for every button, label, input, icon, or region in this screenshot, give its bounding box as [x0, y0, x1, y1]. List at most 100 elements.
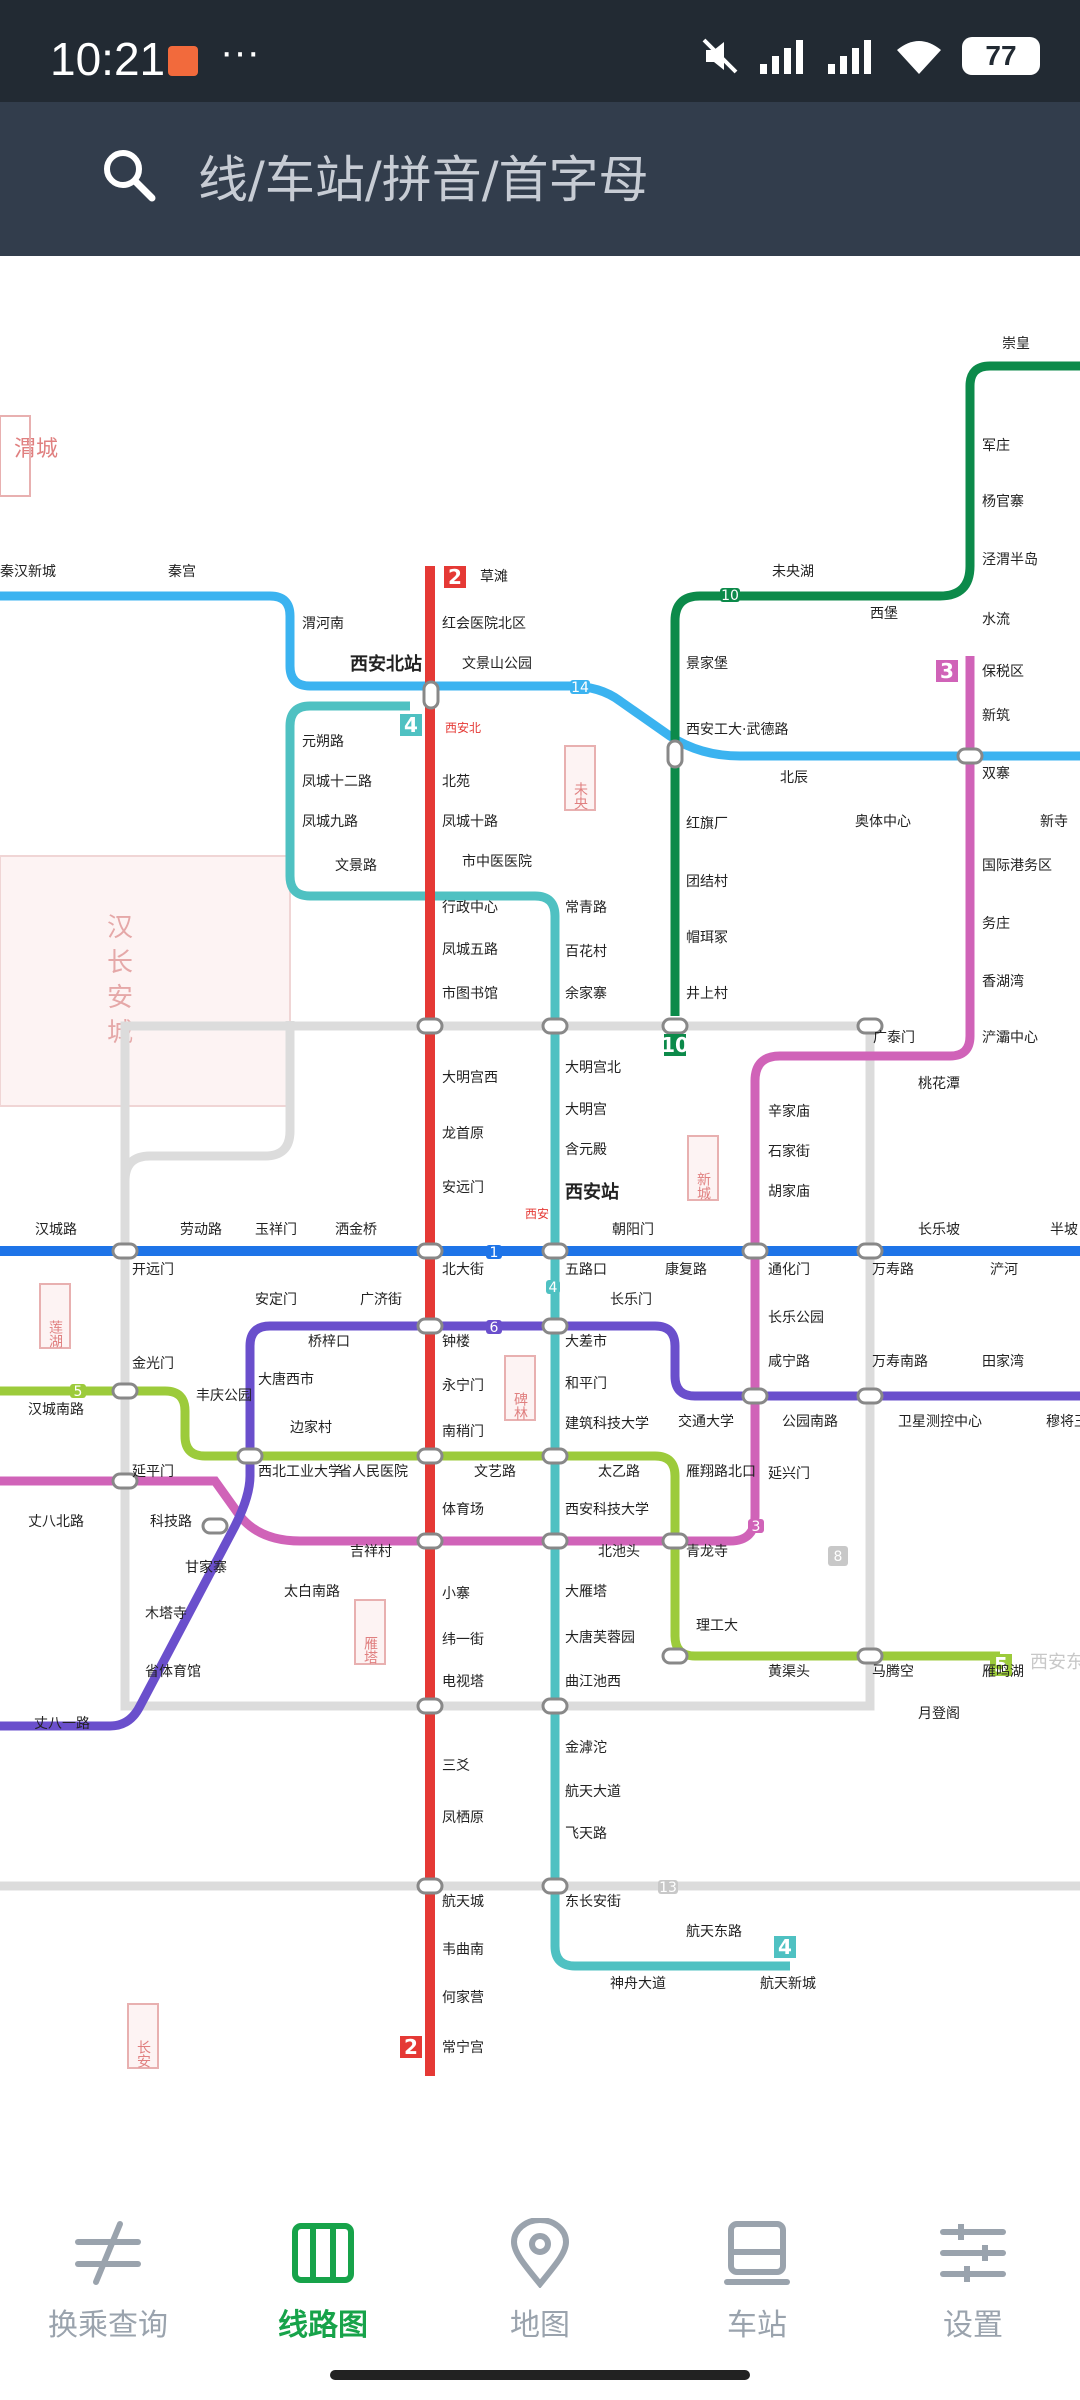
station-yanxingmen[interactable]: 延兴门: [768, 1466, 810, 1482]
station-huangqutou[interactable]: 黄渠头: [768, 1663, 810, 1680]
station-kangfulu[interactable]: 康复路: [665, 1261, 707, 1278]
home-indicator[interactable]: [330, 2370, 750, 2380]
station-daminggongxi[interactable]: 大明宫西: [442, 1070, 498, 1086]
station-jinguangmen[interactable]: 金光门: [132, 1356, 174, 1372]
station-shijiajie[interactable]: 石家街: [768, 1143, 810, 1160]
station-qujiangchixi[interactable]: 曲江池西: [565, 1674, 621, 1690]
line-4[interactable]: [285, 701, 790, 1971]
station-guangjijie[interactable]: 广济街: [360, 1292, 402, 1308]
station-shuangzhai[interactable]: 双寨: [982, 765, 1010, 782]
station-datangfurongyuan[interactable]: 大唐芙蓉园: [565, 1629, 635, 1646]
station-jingweibandao[interactable]: 泾渭半岛: [982, 552, 1038, 568]
station-weiyijie[interactable]: 纬一街: [442, 1632, 484, 1648]
station-zhangbabeilu[interactable]: 丈八北路: [28, 1514, 84, 1530]
station-xiankeji[interactable]: 西安科技大学: [565, 1502, 649, 1518]
station-kejilu[interactable]: 科技路: [150, 1514, 192, 1530]
station-changqinglu[interactable]: 常青路: [565, 900, 607, 916]
station-yangguanzhai[interactable]: 杨官寨: [982, 493, 1024, 510]
station-hujiamiao[interactable]: 胡家庙: [768, 1183, 810, 1200]
station-shuiliu[interactable]: 水流: [982, 612, 1010, 628]
station-gangwuqu[interactable]: 国际港务区: [982, 858, 1052, 874]
line2-badge-top[interactable]: 2: [448, 565, 462, 589]
station-baoshuiqu[interactable]: 保税区: [982, 664, 1024, 680]
station-baihuacun[interactable]: 百花村: [565, 944, 607, 960]
station-yuedengge[interactable]: 月登阁: [918, 1706, 960, 1722]
station-jinhutuo[interactable]: 金滹沱: [565, 1739, 607, 1756]
line-14[interactable]: [0, 591, 1080, 761]
line3-badge[interactable]: 3: [940, 659, 954, 683]
station-changlegongyuan[interactable]: 长乐公园: [768, 1310, 824, 1326]
station-shengrenminyiyuan[interactable]: 省人民医院: [338, 1464, 408, 1480]
station-daminggongbei[interactable]: 大明宫北: [565, 1060, 621, 1076]
nav-map[interactable]: 地图: [455, 2218, 625, 2344]
station-sanyao[interactable]: 三爻: [442, 1758, 470, 1774]
line10-badge[interactable]: 10: [661, 1033, 689, 1057]
station-hangtiandadao[interactable]: 航天大道: [565, 1784, 621, 1800]
station-dongchanganjie[interactable]: 东长安街: [565, 1894, 621, 1910]
line4-badge-bottom[interactable]: 4: [778, 1935, 792, 1959]
station-yuanshuolu[interactable]: 元朔路: [302, 734, 344, 750]
station-taibainanlu[interactable]: 太白南路: [284, 1584, 340, 1600]
station-wulukou[interactable]: 五路口: [565, 1262, 607, 1278]
station-caotan[interactable]: 草滩: [480, 569, 508, 585]
station-yanminghu[interactable]: 雁鸣湖: [982, 1663, 1024, 1680]
line4-badge[interactable]: 4: [404, 713, 418, 737]
line-10[interactable]: [670, 361, 1080, 1016]
station-zhangbayilu[interactable]: 丈八一路: [34, 1716, 90, 1732]
station-tianjiawan[interactable]: 田家湾: [982, 1353, 1024, 1370]
station-kaiyuanmen[interactable]: 开远门: [132, 1262, 174, 1278]
line2-badge-bottom[interactable]: 2: [404, 2035, 418, 2059]
station-jixiangcun[interactable]: 吉祥村: [350, 1544, 392, 1560]
station-yuxiangmen[interactable]: 玉祥门: [255, 1222, 297, 1238]
station-hanchengnanlu[interactable]: 汉城南路: [28, 1402, 84, 1418]
station-sajinqiao[interactable]: 洒金桥: [335, 1222, 377, 1238]
station-wuzhuang[interactable]: 务庄: [982, 915, 1010, 932]
station-hanyuandian[interactable]: 含元殿: [565, 1142, 607, 1158]
station-tonghuamen[interactable]: 通化门: [768, 1262, 810, 1278]
line-8[interactable]: [120, 1021, 875, 1711]
station-honghui[interactable]: 红会医院北区: [442, 616, 526, 632]
station-fengcheng12[interactable]: 凤城十二路: [302, 774, 372, 790]
nav-transfer-query[interactable]: 换乘查询: [23, 2218, 193, 2344]
station-fengqinggongyuan[interactable]: 丰庆公园: [196, 1388, 252, 1404]
station-xianninglu[interactable]: 咸宁路: [768, 1353, 810, 1370]
station-xinjiamiao[interactable]: 辛家庙: [768, 1103, 810, 1120]
station-qinglongsi[interactable]: 青龙寺: [686, 1544, 728, 1560]
station-taohuatan[interactable]: 桃花潭: [918, 1075, 960, 1092]
station-beiyuan[interactable]: 北苑: [442, 774, 470, 790]
station-fengcheng10[interactable]: 凤城十路: [442, 814, 498, 830]
station-qinhanxincheng[interactable]: 秦汉新城: [0, 564, 56, 580]
station-xianbeizhan[interactable]: 西安北站: [350, 653, 422, 675]
station-datangxishi[interactable]: 大唐西市: [258, 1371, 314, 1388]
search-icon[interactable]: [100, 146, 158, 204]
line-6[interactable]: [0, 1321, 1080, 1731]
nav-settings[interactable]: 设置: [888, 2218, 1058, 2344]
station-dachashi[interactable]: 大差市: [565, 1333, 607, 1350]
station-chanhe[interactable]: 浐河: [990, 1262, 1018, 1278]
station-xibao[interactable]: 西堡: [870, 606, 898, 622]
station-hangtiancheng[interactable]: 航天城: [442, 1894, 484, 1910]
line5-badge[interactable]: 5: [994, 1653, 1008, 1677]
station-dianshita[interactable]: 电视塔: [442, 1674, 484, 1690]
station-hongqichang[interactable]: 红旗厂: [686, 816, 728, 832]
station-tiyuchang[interactable]: 体育场: [442, 1502, 484, 1518]
station-fengcheng5[interactable]: 凤城五路: [442, 942, 498, 958]
search-input[interactable]: [196, 144, 1020, 216]
station-wanshoulu[interactable]: 万寿路: [872, 1261, 914, 1278]
metro-map[interactable]: 汉 长 安 城 渭城: [0, 256, 1080, 2176]
station-hanchenglu[interactable]: 汉城路: [35, 1222, 77, 1238]
station-banpo[interactable]: 半坡: [1050, 1222, 1078, 1238]
station-andingmen[interactable]: 安定门: [255, 1292, 297, 1308]
station-changlemen[interactable]: 长乐门: [610, 1292, 652, 1308]
station-library[interactable]: 市图书馆: [442, 985, 498, 1002]
station-jingjiabao[interactable]: 景家堡: [686, 655, 728, 672]
station-aotizhongxin[interactable]: 奥体中心: [855, 813, 911, 830]
station-xiaozhai[interactable]: 小寨: [442, 1585, 470, 1602]
station-yanpingmen[interactable]: 延平门: [132, 1464, 174, 1480]
station-hangtiandonglu[interactable]: 航天东路: [686, 1924, 742, 1940]
station-xinzhu[interactable]: 新筑: [982, 708, 1010, 724]
station-anyuanmen[interactable]: 安远门: [442, 1180, 484, 1196]
station-nanshaomen[interactable]: 南稍门: [442, 1424, 484, 1440]
station-taiyilu[interactable]: 太乙路: [598, 1464, 640, 1480]
station-feitianlu[interactable]: 飞天路: [565, 1826, 607, 1842]
